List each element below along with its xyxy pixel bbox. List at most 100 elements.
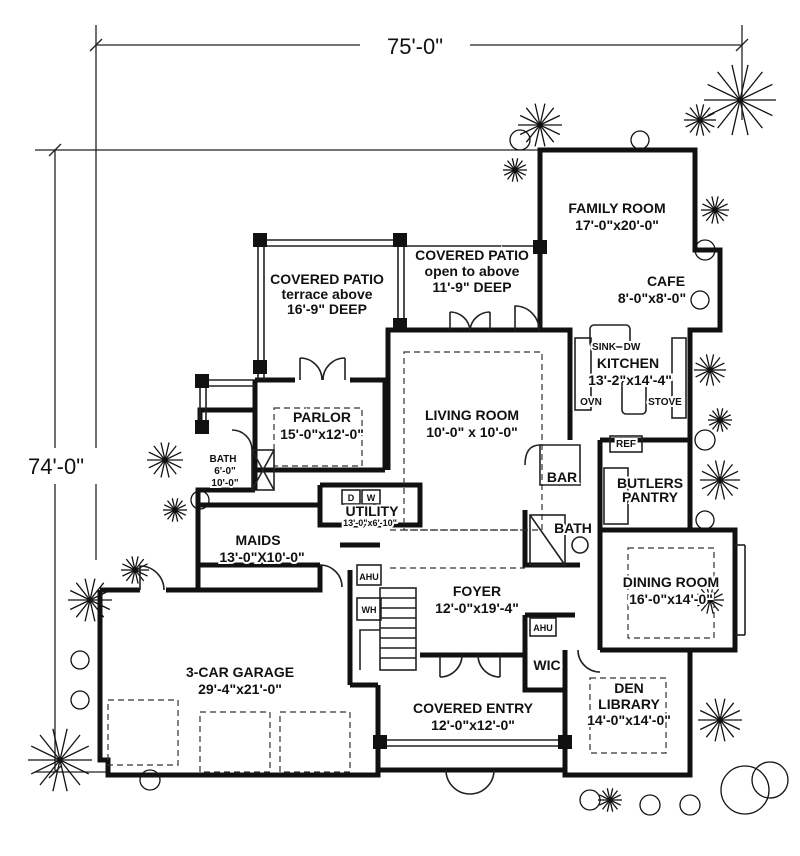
utility-size: 13'-0"x6'-10" — [343, 518, 397, 528]
palm-plant — [121, 556, 149, 584]
den-line1: DEN — [614, 680, 644, 696]
kitchen-size: 13'-2"x14'-4" — [588, 372, 672, 388]
den-size: 14'-0"x14'-0" — [587, 712, 671, 728]
palm-plant — [700, 460, 740, 500]
garage-name: 3-CAR GARAGE — [186, 664, 294, 680]
shrub — [579, 789, 601, 811]
ahu-right-label: AHU — [533, 623, 553, 633]
patio-structure — [199, 239, 565, 747]
kitchen-sink-label: SINK — [592, 342, 617, 353]
bath-center-name: BATH — [554, 520, 592, 536]
room-foyer: FOYER 12'-0"x19'-4" — [433, 581, 521, 618]
room-bath-left: BATH 6'-0" 10'-0" — [207, 452, 240, 491]
covered-patio-upper-size: 11'-9" DEEP — [432, 279, 511, 295]
room-bar: BAR — [545, 467, 579, 487]
patio-posts — [195, 233, 572, 749]
overall-width-label: 75'-0" — [387, 34, 443, 59]
room-wic: WIC — [531, 655, 562, 675]
overall-depth-label: 74'-0" — [28, 454, 84, 479]
palm-plant — [503, 158, 527, 182]
shrub — [509, 129, 531, 151]
covered-patio-left-size: 16'-9" DEEP — [287, 301, 367, 317]
family-room-name: FAMILY ROOM — [568, 200, 665, 216]
shrub — [630, 130, 650, 150]
room-kitchen: SINK DW KITCHEN 13'-2"x14'-4" OVN STOVE … — [578, 340, 684, 452]
palm-plant — [518, 103, 562, 147]
room-ahu-right: AHU — [533, 623, 553, 633]
room-living-room: LIVING ROOM 10'-0" x 10'-0" — [423, 405, 521, 442]
parlor-name: PARLOR — [293, 409, 351, 425]
palm-plant — [704, 64, 776, 136]
room-den-library: DEN LIBRARY 14'-0"x14'-0" — [585, 678, 673, 730]
doors — [139, 305, 601, 795]
covered-entry-name: COVERED ENTRY — [413, 700, 534, 716]
butlers-pantry-line2: PANTRY — [622, 489, 679, 505]
palm-plant — [698, 698, 742, 742]
room-covered-patio-left: COVERED PATIO terrace above 16'-9" DEEP — [268, 269, 386, 319]
shrub — [690, 290, 710, 310]
palm-plant — [147, 442, 183, 478]
kitchen-name: KITCHEN — [597, 355, 659, 371]
family-room-size: 17'-0"x20'-0" — [575, 217, 659, 233]
room-utility: D W UTILITY 13'-0"x6'-10" — [341, 493, 401, 530]
garage-size: 29'-4"x21'-0" — [198, 681, 282, 697]
room-bath-center: BATH — [552, 518, 594, 538]
maids-name: MAIDS — [235, 532, 280, 548]
dining-room-name: DINING ROOM — [623, 574, 719, 590]
ceiling-outlines — [107, 351, 715, 773]
shrub — [679, 794, 701, 816]
utility-washer-label: W — [367, 493, 376, 503]
room-parlor: PARLOR 15'-0"x12'-0" — [278, 407, 366, 444]
shrub — [639, 794, 661, 816]
palm-plant — [701, 196, 729, 224]
room-ahu-left: AHU — [359, 572, 379, 582]
dining-room-size: 16'-0"x14'-0" — [629, 591, 713, 607]
palm-plant — [598, 788, 622, 812]
den-line2: LIBRARY — [598, 696, 660, 712]
cafe-name: CAFE — [647, 273, 685, 289]
room-butlers-pantry: BUTLERS PANTRY — [615, 473, 685, 507]
room-garage: 3-CAR GARAGE 29'-4"x21'-0" — [184, 662, 296, 699]
shrub — [720, 765, 770, 815]
covered-entry-size: 12'-0"x12'-0" — [431, 717, 515, 733]
bath-left-size-b: 10'-0" — [211, 478, 238, 489]
stairs — [359, 587, 417, 671]
bath-left-size-a: 6'-0" — [214, 466, 236, 477]
shrub — [70, 650, 90, 670]
bar-name: BAR — [547, 469, 577, 485]
wic-name: WIC — [533, 657, 560, 673]
palm-plant — [28, 728, 92, 792]
room-cafe: CAFE 8'-0"x8'-0" — [616, 271, 688, 308]
palm-plant — [684, 104, 716, 136]
shrub — [70, 690, 90, 710]
covered-patio-upper-name: COVERED PATIO — [415, 247, 529, 263]
covered-patio-left-note: terrace above — [281, 286, 372, 302]
kitchen-dw-label: DW — [624, 342, 641, 353]
water-heater-label: WH — [362, 605, 377, 615]
room-wh: WH — [362, 605, 377, 615]
ahu-left-label: AHU — [359, 572, 379, 582]
room-maids: MAIDS 13'-0"X10'-0" — [217, 530, 306, 567]
shrub — [139, 769, 161, 791]
parlor-size: 15'-0"x12'-0" — [280, 426, 364, 442]
foyer-name: FOYER — [453, 583, 501, 599]
kitchen-stove-label: STOVE — [648, 397, 682, 408]
shrub — [695, 510, 715, 530]
foyer-size: 12'-0"x19'-4" — [435, 600, 519, 616]
interior-walls — [198, 327, 690, 693]
landscaping — [28, 64, 789, 816]
palm-plant — [694, 354, 726, 386]
palm-plant — [708, 408, 732, 432]
room-covered-patio-upper: COVERED PATIO open to above 11'-9" DEEP — [413, 245, 531, 297]
covered-patio-upper-note: open to above — [425, 263, 520, 279]
living-room-name: LIVING ROOM — [425, 407, 519, 423]
palm-plant — [68, 578, 112, 622]
butlers-pantry-line1: BUTLERS — [617, 475, 683, 491]
bath-left-name: BATH — [209, 454, 236, 465]
cafe-size: 8'-0"x8'-0" — [618, 290, 686, 306]
kitchen-oven-label: OVN — [580, 397, 602, 408]
fixtures — [251, 324, 746, 671]
shrub — [694, 429, 716, 451]
palm-plant — [163, 498, 187, 522]
